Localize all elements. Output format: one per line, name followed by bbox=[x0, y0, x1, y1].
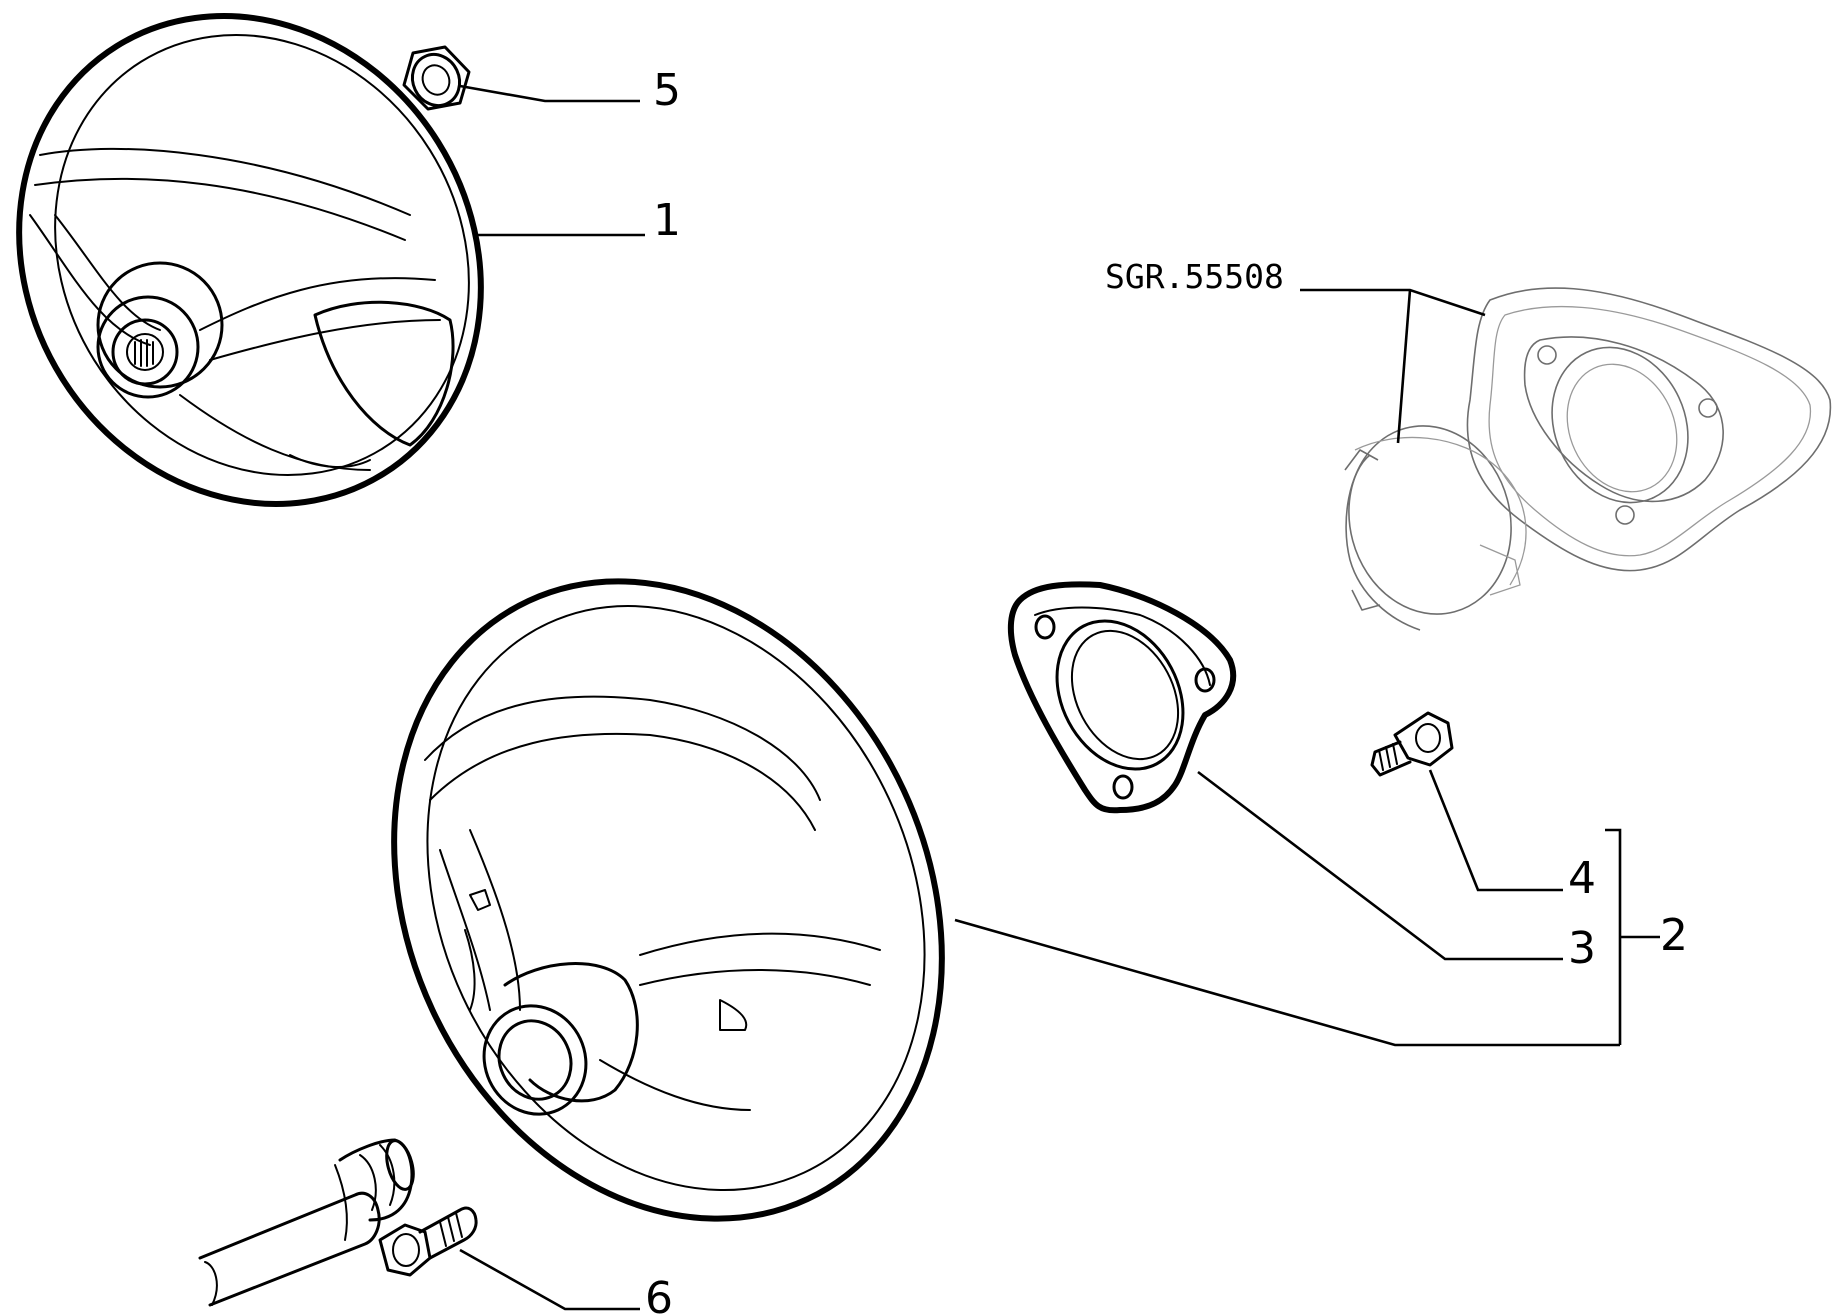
nut-part-5 bbox=[402, 45, 471, 111]
callout-label-1: 1 bbox=[653, 195, 681, 246]
steering-wheel-lower bbox=[391, 578, 945, 1222]
airbag-module-ghost bbox=[1344, 287, 1832, 631]
steering-shaft bbox=[198, 1138, 415, 1307]
reference-code-label: SGR.55508 bbox=[1105, 257, 1284, 296]
callout-label-3: 3 bbox=[1568, 923, 1596, 974]
hub-flange-part-3 bbox=[1007, 581, 1237, 814]
bolt-part-4 bbox=[1370, 711, 1454, 777]
steering-wheel-upper bbox=[16, 13, 484, 507]
bolt-part-6 bbox=[378, 1206, 478, 1277]
callout-label-6: 6 bbox=[645, 1273, 673, 1315]
leader-lines bbox=[459, 84, 1660, 1311]
callout-label-4: 4 bbox=[1568, 853, 1596, 904]
callout-label-2: 2 bbox=[1660, 910, 1688, 961]
callout-label-5: 5 bbox=[653, 65, 681, 116]
